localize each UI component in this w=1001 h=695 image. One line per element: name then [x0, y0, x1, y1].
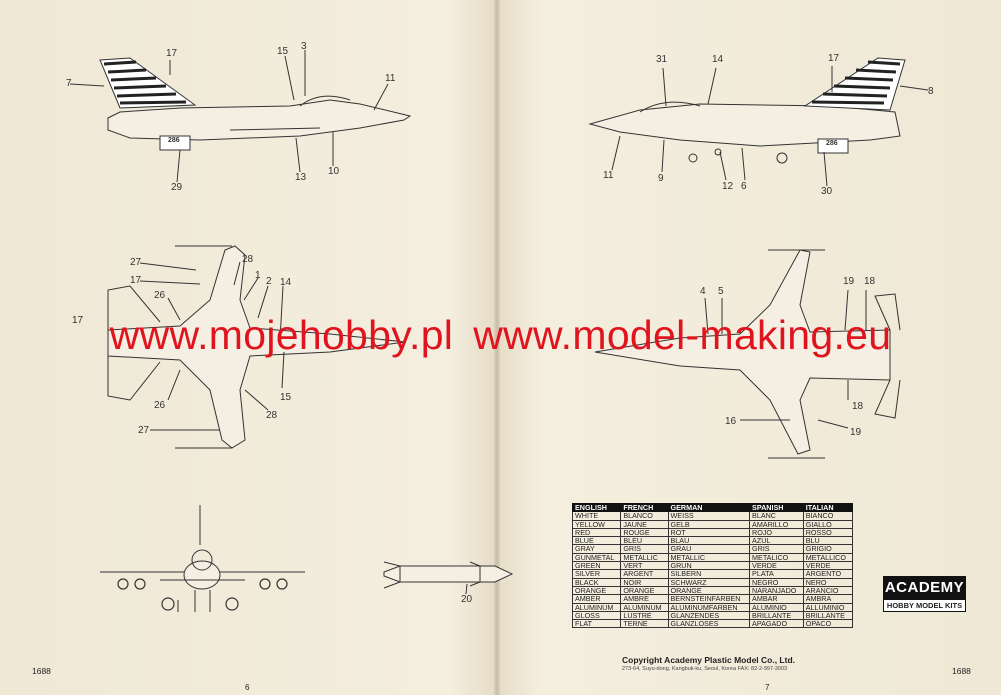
color-cell: GLOSS — [571, 610, 622, 621]
callout: 19 — [850, 427, 862, 438]
color-chart-header: ENGLISH FRENCH GERMAN SPANISH ITALIAN — [571, 502, 854, 513]
color-cell: WEISS — [667, 511, 751, 521]
callout: 10 — [328, 166, 340, 177]
callout: 9 — [658, 173, 664, 184]
callout: 27 — [130, 257, 142, 268]
callout: 31 — [656, 54, 668, 65]
callout: 14 — [280, 277, 292, 288]
callout: 17 — [166, 48, 178, 59]
watermark-right: www.model-making.eu — [473, 312, 892, 358]
academy-logo: ACADEMY HOBBY MODEL KITS — [883, 576, 966, 612]
front-view — [100, 505, 305, 612]
side-view-right — [588, 57, 929, 187]
tail-number: 286 — [168, 137, 180, 144]
color-cell: BERNSTEINFARBEN — [667, 594, 751, 604]
logo-brand: ACADEMY — [883, 576, 966, 599]
color-cell: YELLOW — [571, 519, 622, 529]
callout: 1 — [255, 270, 261, 281]
color-cell: FLAT — [571, 619, 622, 629]
watermark: www.mojehobby.pl www.model-making.eu — [0, 312, 1001, 359]
callout: 15 — [277, 46, 289, 57]
color-cell: METALLIC — [620, 552, 669, 563]
missile-drawing — [383, 561, 514, 595]
side-view-left — [69, 50, 412, 183]
callout: 19 — [843, 276, 855, 287]
callout: 3 — [301, 41, 307, 52]
callout: 15 — [280, 392, 292, 403]
page-fold — [494, 0, 500, 695]
page-number-right: 7 — [765, 683, 770, 692]
color-cell: PLATA — [749, 569, 804, 579]
callout: 2 — [266, 276, 272, 287]
color-cell: BLANC — [749, 511, 804, 521]
top-view-left — [107, 245, 406, 449]
color-cell: ROSSO — [802, 527, 854, 538]
color-cell: AMBRE — [620, 594, 669, 604]
callout: 5 — [718, 286, 724, 297]
color-cell: SILVER — [571, 569, 622, 579]
color-cell: BIANCO — [802, 511, 854, 521]
color-chart: ENGLISH FRENCH GERMAN SPANISH ITALIAN WH… — [571, 502, 854, 629]
callout: 26 — [154, 400, 166, 411]
kit-number-left: 1688 — [32, 666, 51, 676]
callout: 16 — [725, 416, 737, 427]
logo-tagline: HOBBY MODEL KITS — [883, 599, 966, 612]
color-cell: OPACO — [802, 619, 854, 629]
callout: 18 — [852, 401, 864, 412]
callout: 14 — [712, 54, 724, 65]
page-number-left: 6 — [245, 683, 250, 692]
callout: 26 — [154, 290, 166, 301]
callout: 6 — [741, 181, 747, 192]
callout: 17 — [828, 53, 840, 64]
callout: 18 — [864, 276, 876, 287]
bottom-view-right — [594, 249, 901, 459]
copyright: Copyright Academy Plastic Model Co., Ltd… — [622, 655, 796, 665]
color-cell: AMBRA — [802, 594, 854, 604]
color-cell: APAGADO — [749, 619, 804, 629]
callout: 11 — [603, 170, 614, 181]
callout: 7 — [66, 78, 72, 89]
color-cell: ARGENTO — [802, 569, 854, 579]
company-address: 273-64, Suyu-dong, Kangbuk-ku, Seoul, Ko… — [622, 666, 788, 672]
callout: 17 — [130, 275, 142, 286]
callout: 11 — [385, 73, 396, 84]
callout: 20 — [461, 594, 473, 605]
color-cell: TERNE — [620, 619, 669, 629]
callout: 4 — [700, 286, 706, 297]
color-cell: ROUGE — [620, 527, 669, 538]
callout: 27 — [138, 425, 150, 436]
color-cell: BLANCO — [620, 511, 669, 521]
watermark-left: www.mojehobby.pl — [109, 312, 454, 358]
color-cell: SILBERN — [667, 569, 751, 579]
callout: 12 — [722, 181, 734, 192]
color-cell: GLANZLOSES — [667, 619, 751, 629]
callout: 30 — [821, 186, 833, 197]
callout: 28 — [242, 254, 254, 265]
color-cell: ARGENT — [620, 569, 669, 579]
color-cell: AMBER — [571, 594, 622, 604]
color-cell: WHITE — [571, 511, 622, 521]
callout: 13 — [295, 172, 307, 183]
color-cell: AMBAR — [749, 594, 804, 604]
callout: 29 — [171, 182, 183, 193]
kit-number-right: 1688 — [952, 666, 971, 676]
callout: 8 — [928, 86, 934, 97]
callout: 17 — [72, 315, 84, 326]
tail-number: 286 — [826, 140, 838, 147]
callout: 28 — [266, 410, 278, 421]
